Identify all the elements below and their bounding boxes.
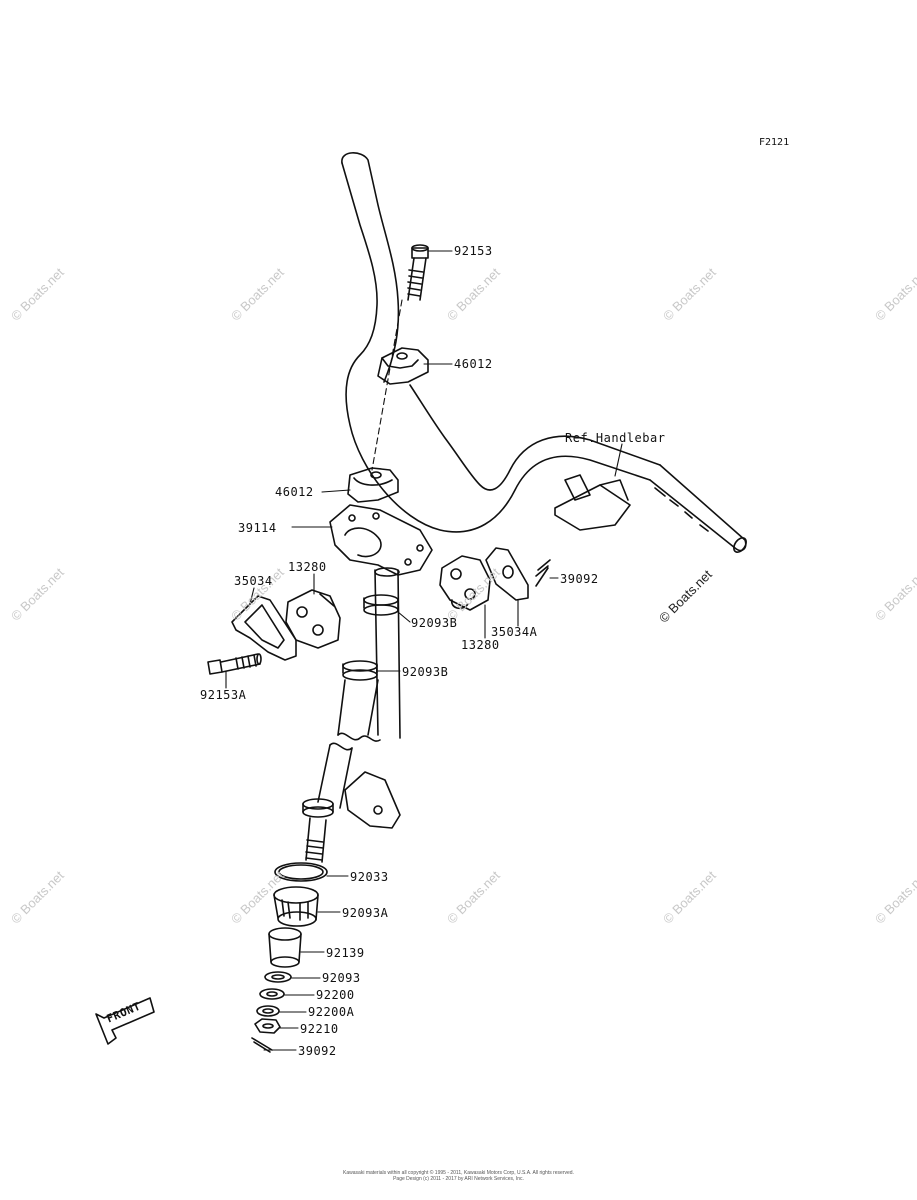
part-label[interactable]: 92093A <box>342 906 389 920</box>
plate-35034 <box>231 595 297 661</box>
part-label[interactable]: 13280 <box>288 560 327 574</box>
plate-35034A <box>485 547 529 601</box>
part-label[interactable]: 92093B <box>402 665 449 679</box>
nut-92210 <box>254 1018 281 1034</box>
bolt-92153A <box>207 653 262 675</box>
part-label[interactable]: 39092 <box>298 1044 337 1058</box>
holder-13280-right <box>439 555 491 611</box>
copyright-line-2: Page Design (c) 2011 - 2017 by ARI Netwo… <box>393 1176 524 1182</box>
washer-92093 <box>264 971 292 983</box>
part-label[interactable]: 92210 <box>300 1022 339 1036</box>
reference-label: Ref.Handlebar <box>565 431 666 445</box>
part-label[interactable]: 92153 <box>454 244 493 258</box>
washer-92200 <box>259 988 285 1000</box>
figure-code: F2121 <box>759 137 790 148</box>
part-label[interactable]: 39114 <box>238 521 277 535</box>
part-label[interactable]: 35034 <box>234 574 273 588</box>
bushing-92139 <box>268 927 302 968</box>
upper-clamp-46012 <box>377 347 429 385</box>
part-label[interactable]: 92200 <box>316 988 355 1002</box>
part-label[interactable]: 46012 <box>454 357 493 371</box>
part-label[interactable]: 92200A <box>308 1005 355 1019</box>
oring-92033 <box>274 862 328 882</box>
part-label[interactable]: 92139 <box>326 946 365 960</box>
bearing-92093A <box>273 886 319 927</box>
holder-13280-left <box>285 589 341 649</box>
part-label[interactable]: 92153A <box>200 688 247 702</box>
part-label[interactable]: 39092 <box>560 572 599 586</box>
lower-clamp-46012 <box>347 467 399 503</box>
part-label[interactable]: 35034A <box>491 625 538 639</box>
front-arrow-icon <box>95 997 155 1045</box>
holder-plate-39114 <box>329 504 433 576</box>
copyright-line-1: Kawasaki materials within all copyright … <box>343 1170 574 1176</box>
part-label[interactable]: 92093 <box>322 971 361 985</box>
part-label[interactable]: 46012 <box>275 485 314 499</box>
handlebar-outline <box>341 152 747 553</box>
leader-lines <box>225 250 623 1051</box>
steering-shaft <box>302 567 401 863</box>
bolt-92153 <box>407 244 429 301</box>
cotter-pin-39092-upper <box>535 559 551 587</box>
part-label[interactable]: 92033 <box>350 870 389 884</box>
part-label[interactable]: 13280 <box>461 638 500 652</box>
washer-92200A <box>256 1005 280 1017</box>
part-label[interactable]: 92093B <box>411 616 458 630</box>
